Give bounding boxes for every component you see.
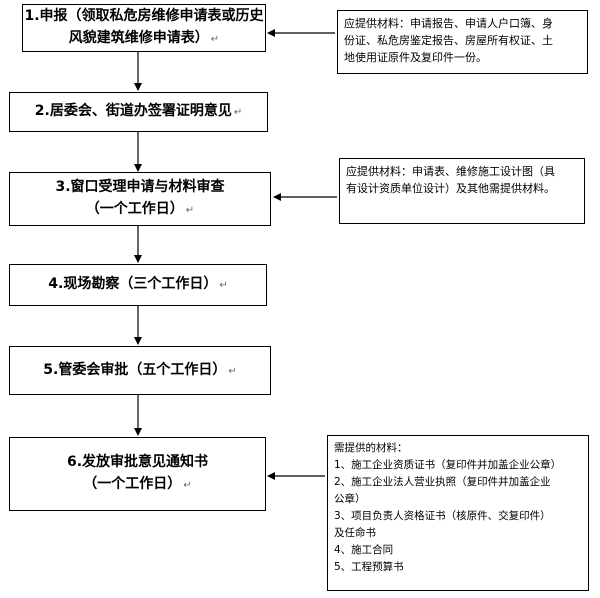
note-3-line-1: 应提供材料：申请表、维修施工设计图（具 (346, 165, 555, 178)
step-4-line-1: 4.现场勘察（三个工作日）↵ (48, 276, 228, 292)
step-6-line-1: 6.发放审批意见通知书 (66, 454, 209, 470)
step-1-line-1: 1.申报（领取私危房维修申请表或历史 (24, 8, 264, 24)
step-5-approval: 5.管委会审批（五个工作日）↵ (9, 346, 271, 395)
step-2-committee-sign: 2.居委会、街道办签署证明意见↵ (9, 92, 268, 132)
step-6-line-2: （一个工作日）↵ (83, 476, 192, 492)
note-6-line-3: 2、施工企业法人营业执照（复印件并加盖企业 (334, 476, 551, 488)
step-6-issue-notice: 6.发放审批意见通知书 （一个工作日）↵ (9, 437, 266, 511)
step-3-window-review: 3.窗口受理申请与材料审查 （一个工作日）↵ (9, 172, 271, 226)
note-6-line-6: 及任命书 (334, 527, 376, 539)
note-6-line-7: 4、施工合同 (334, 544, 394, 556)
step-4-site-survey: 4.现场勘察（三个工作日）↵ (9, 264, 267, 306)
note-step-3-materials: 应提供材料：申请表、维修施工设计图（具 有设计资质单位设计）及其他需提供材料。 (339, 158, 585, 224)
note-1-line-3: 地使用证原件及复印件一份。 (344, 51, 487, 64)
note-6-line-1: 需提供的材料： (334, 442, 408, 454)
note-step-1-materials: 应提供材料：申请报告、申请人户口簿、身 份证、私危房鉴定报告、房屋所有权证、土 … (337, 10, 588, 74)
note-step-6-materials: 需提供的材料： 1、施工企业资质证书（复印件并加盖企业公章） 2、施工企业法人营… (327, 435, 589, 591)
step-3-line-2: （一个工作日）↵ (85, 201, 195, 217)
step-5-line-1: 5.管委会审批（五个工作日）↵ (43, 361, 237, 378)
note-6-line-8: 5、工程预算书 (334, 561, 404, 573)
note-6-line-2: 1、施工企业资质证书（复印件并加盖企业公章） (334, 459, 562, 471)
note-1-line-1: 应提供材料：申请报告、申请人户口簿、身 (344, 17, 553, 30)
step-2-line-1: 2.居委会、街道办签署证明意见↵ (34, 103, 243, 119)
step-1-apply: 1.申报（领取私危房维修申请表或历史 风貌建筑维修申请表）↵ (22, 4, 266, 52)
note-6-line-5: 3、项目负责人资格证书（核原件、交复印件） (334, 510, 551, 522)
note-1-line-2: 份证、私危房鉴定报告、房屋所有权证、土 (344, 34, 553, 47)
step-1-line-2: 风貌建筑维修申请表）↵ (68, 30, 220, 46)
note-6-line-4: 公章） (334, 493, 366, 505)
step-3-line-1: 3.窗口受理申请与材料审查 (55, 179, 225, 195)
note-3-line-2: 有设计资质单位设计）及其他需提供材料。 (346, 182, 555, 195)
